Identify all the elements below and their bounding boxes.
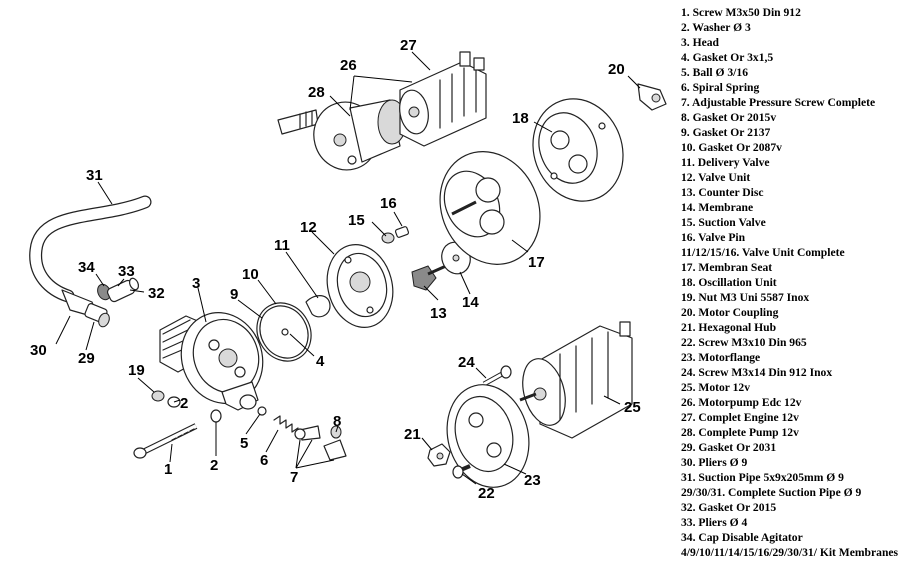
callout-18: 18 — [512, 110, 529, 127]
legend-item: 11/12/15/16. Valve Unit Complete — [681, 246, 845, 259]
legend-item: 20. Motor Coupling — [681, 306, 779, 319]
callout-7: 7 — [290, 469, 298, 486]
suction-fitting-drawing — [61, 289, 110, 328]
callout-17: 17 — [528, 254, 545, 271]
legend-item: 10. Gasket Or 2087v — [681, 141, 782, 154]
legend-item: 3. Head — [681, 36, 720, 49]
legend-item: 13. Counter Disc — [681, 186, 764, 199]
callout-14: 14 — [462, 294, 479, 311]
callout-2: 2 — [210, 457, 218, 474]
oscillation-unit-drawing — [532, 98, 624, 202]
motorflange-drawing — [427, 384, 530, 488]
callout-13: 13 — [430, 305, 447, 322]
motor-coupling-drawing — [637, 83, 667, 111]
legend-item: 29/30/31. Complete Suction Pipe Ø 9 — [681, 486, 862, 499]
legend-item: 6. Spiral Spring — [681, 81, 760, 94]
legend-item: 1. Screw M3x50 Din 912 — [681, 6, 801, 19]
motor-drawing — [482, 321, 633, 439]
legend-item: 15. Suction Valve — [681, 216, 766, 229]
callout-11: 11 — [274, 237, 290, 254]
legend-item: 25. Motor 12v — [681, 381, 751, 394]
legend-item: 31. Suction Pipe 5x9x205mm Ø 9 — [681, 471, 844, 484]
legend-item: 4/9/10/11/14/15/16/29/30/31/ Kit Membran… — [681, 546, 899, 559]
legend-item: 11. Delivery Valve — [681, 156, 770, 169]
callout-6: 6 — [260, 452, 268, 469]
exploded-parts-diagram: 1 2 2 3 4 5 6 7 8 9 10 11 12 13 14 15 16… — [29, 37, 667, 502]
legend-item: 16. Valve Pin — [681, 231, 746, 244]
legend-item: 33. Pliers Ø 4 — [681, 516, 748, 529]
legend-item: 28. Complete Pump 12v — [681, 426, 799, 439]
membrane-seat-drawing — [439, 151, 541, 265]
legend-item: 30. Pliers Ø 9 — [681, 456, 748, 469]
legend-item: 34. Cap Disable Agitator — [681, 531, 803, 544]
legend-item: 9. Gasket Or 2137 — [681, 126, 771, 139]
valve-spring-drawing — [257, 406, 347, 461]
callout-31: 31 — [86, 167, 103, 184]
callout-30: 30 — [30, 342, 47, 359]
legend-item: 27. Complet Engine 12v — [681, 411, 799, 424]
callout-24: 24 — [458, 354, 475, 371]
callout-5: 5 — [240, 435, 248, 452]
callout-32: 32 — [148, 285, 165, 302]
cap-parts-drawing — [97, 277, 140, 303]
legend-item: 17. Membran Seat — [681, 261, 773, 274]
legend-item: 19. Nut M3 Uni 5587 Inox — [681, 291, 810, 304]
valve-unit-drawing — [326, 243, 394, 329]
callout-3: 3 — [192, 275, 200, 292]
callout-1: 1 — [164, 461, 172, 478]
callout-8: 8 — [333, 413, 341, 430]
legend-item: 8. Gasket Or 2015v — [681, 111, 777, 124]
pump-head-drawing — [159, 312, 264, 411]
callout-9: 9 — [230, 286, 238, 303]
callout-20: 20 — [608, 61, 625, 78]
legend-item: 22. Screw M3x10 Din 965 — [681, 336, 807, 349]
gasket-rings-drawing — [256, 302, 312, 362]
callout-22: 22 — [478, 485, 495, 502]
callout-labels: 1 2 2 3 4 5 6 7 8 9 10 11 12 13 14 15 16… — [30, 37, 641, 502]
callout-25: 25 — [624, 399, 641, 416]
callout-2: 2 — [180, 395, 188, 412]
leader-lines — [55, 51, 641, 485]
parts-legend: 1. Screw M3x50 Din 912 2. Washer Ø 3 3. He… — [681, 5, 909, 560]
legend-item: 14. Membrane — [681, 201, 754, 214]
callout-34: 34 — [78, 259, 95, 276]
callout-27: 27 — [400, 37, 417, 54]
suction-valve-drawing — [381, 226, 410, 244]
callout-4: 4 — [316, 353, 325, 370]
callout-16: 16 — [380, 195, 397, 212]
legend-item: 5. Ball Ø 3/16 — [681, 66, 748, 79]
legend-item: 18. Oscillation Unit — [681, 276, 777, 289]
callout-23: 23 — [524, 472, 541, 489]
legend-item: 24. Screw M3x14 Din 912 Inox — [681, 366, 833, 379]
callout-19: 19 — [128, 362, 145, 379]
legend-item: 32. Gasket Or 2015 — [681, 501, 777, 514]
legend-item: 23. Motorflange — [681, 351, 761, 364]
legend-item: 29. Gasket Or 2031 — [681, 441, 777, 454]
callout-28: 28 — [308, 84, 325, 101]
screw-parts-drawing — [133, 390, 222, 459]
callout-15: 15 — [348, 212, 365, 229]
callout-26: 26 — [340, 57, 357, 74]
legend-item: 26. Motorpump Edc 12v — [681, 396, 802, 409]
motorpump-drawing — [277, 51, 487, 171]
legend-item: 7. Adjustable Pressure Screw Complete — [681, 96, 876, 109]
suction-pipe-drawing — [29, 195, 152, 303]
legend-item: 2. Washer Ø 3 — [681, 21, 751, 34]
callout-29: 29 — [78, 350, 95, 367]
callout-33: 33 — [118, 263, 135, 280]
delivery-valve-drawing — [305, 295, 331, 318]
legend-item: 21. Hexagonal Hub — [681, 321, 777, 334]
legend-item: 4. Gasket Or 3x1,5 — [681, 51, 774, 64]
legend-item: 12. Valve Unit — [681, 171, 751, 184]
callout-21: 21 — [404, 426, 421, 443]
callout-10: 10 — [242, 266, 259, 283]
callout-12: 12 — [300, 219, 317, 236]
